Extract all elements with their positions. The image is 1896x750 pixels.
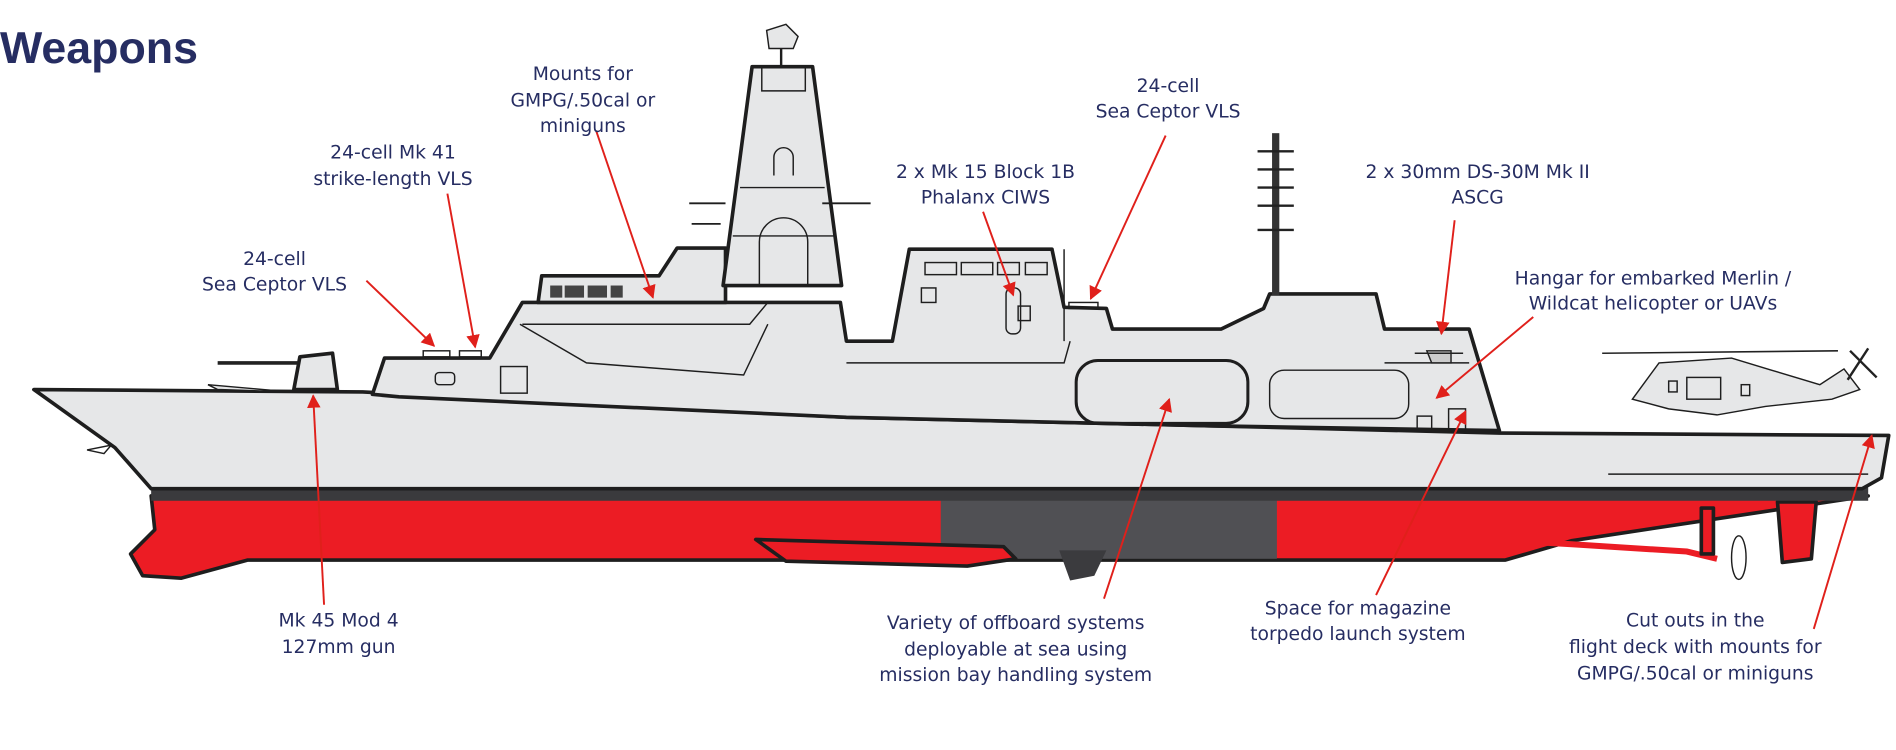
- arrow-offboard: [1103, 397, 1172, 599]
- label-line: strike-length VLS: [313, 169, 472, 190]
- label-line: GMPG/.50cal or: [510, 91, 655, 112]
- arrow-magazine: [1375, 410, 1467, 596]
- arrow-hangar: [1435, 316, 1534, 399]
- arrow-sea-ceptor-aft: [1089, 135, 1167, 301]
- label-line: 127mm gun: [282, 637, 396, 658]
- main-gun-turret: [292, 351, 340, 392]
- label-line: Mounts for: [533, 64, 633, 85]
- arrow-ds30m: [1436, 220, 1456, 336]
- label-ds30m: 2 x 30mm DS-30M Mk II ASCG: [1365, 162, 1589, 208]
- bridge: [536, 246, 728, 305]
- label-line: 24-cell: [1137, 76, 1200, 97]
- label-line: GMPG/.50cal or miniguns: [1577, 664, 1814, 685]
- label-sea-ceptor-fwd: 24-cell Sea Ceptor VLS: [202, 249, 347, 295]
- radar-dome: [765, 23, 799, 50]
- label-line: deployable at sea using: [904, 640, 1127, 661]
- ds30m-gun: [1414, 350, 1464, 364]
- label-line: ASCG: [1451, 187, 1503, 208]
- label-phalanx: 2 x Mk 15 Block 1B Phalanx CIWS: [896, 162, 1075, 208]
- superstructure: [370, 247, 1502, 433]
- anchor-icon: [86, 444, 114, 455]
- label-line: 24-cell Mk 41: [330, 143, 456, 164]
- label-line: 24-cell: [243, 249, 306, 270]
- label-line: Hangar for embarked Merlin /: [1515, 268, 1792, 289]
- arrow-phalanx: [982, 211, 1016, 297]
- main-mast: [721, 64, 844, 288]
- label-line: 2 x Mk 15 Block 1B: [896, 162, 1075, 183]
- page-title: Weapons: [0, 24, 198, 73]
- label-line: Variety of offboard systems: [887, 613, 1145, 634]
- arrow-sea-ceptor-fwd: [365, 279, 436, 347]
- hull-boot-band: [151, 487, 1869, 501]
- sea-ceptor-fwd-cells: [422, 350, 451, 358]
- label-magazine: Space for magazine torpedo launch system: [1250, 598, 1466, 644]
- label-line: torpedo launch system: [1250, 624, 1466, 645]
- label-cutouts: Cut outs in the flight deck with mounts …: [1569, 611, 1822, 685]
- label-mk41: 24-cell Mk 41 strike-length VLS: [313, 143, 472, 191]
- aft-mast: [1272, 133, 1280, 296]
- label-hangar: Hangar for embarked Merlin / Wildcat hel…: [1515, 268, 1792, 314]
- propeller: [1730, 535, 1747, 581]
- sonar-dome: [753, 537, 1018, 568]
- label-line: Phalanx CIWS: [921, 187, 1050, 208]
- label-line: Space for magazine: [1265, 598, 1451, 619]
- label-offboard: Variety of offboard systems deployable a…: [879, 613, 1152, 686]
- label-mk45: Mk 45 Mod 4 127mm gun: [278, 611, 398, 659]
- label-line: Sea Ceptor VLS: [202, 274, 347, 295]
- label-mounts: Mounts for GMPG/.50cal or miniguns: [510, 64, 655, 137]
- label-sea-ceptor-aft: 24-cell Sea Ceptor VLS: [1096, 76, 1241, 122]
- label-line: 2 x 30mm DS-30M Mk II: [1365, 162, 1589, 183]
- label-line: Sea Ceptor VLS: [1096, 101, 1241, 122]
- mk41-cells: [458, 350, 482, 358]
- helicopter: [1602, 347, 1878, 416]
- callout-arrows: [307, 130, 1875, 630]
- ship-illustration: [32, 23, 1891, 581]
- label-line: miniguns: [540, 116, 626, 137]
- label-line: Mk 45 Mod 4: [278, 611, 398, 632]
- arrow-mk41: [446, 193, 480, 349]
- label-line: Wildcat helicopter or UAVs: [1529, 294, 1778, 315]
- label-line: flight deck with mounts for: [1569, 637, 1822, 658]
- label-line: mission bay handling system: [879, 665, 1152, 686]
- skeg: [1059, 550, 1107, 581]
- shaft-strut: [1699, 506, 1716, 556]
- arrow-mounts: [595, 130, 656, 299]
- sea-ceptor-aft-cells: [1068, 301, 1099, 310]
- rudder: [1775, 500, 1819, 565]
- arrow-mk45: [307, 394, 326, 605]
- arrow-cutouts: [1812, 434, 1875, 630]
- label-line: Cut outs in the: [1626, 611, 1764, 632]
